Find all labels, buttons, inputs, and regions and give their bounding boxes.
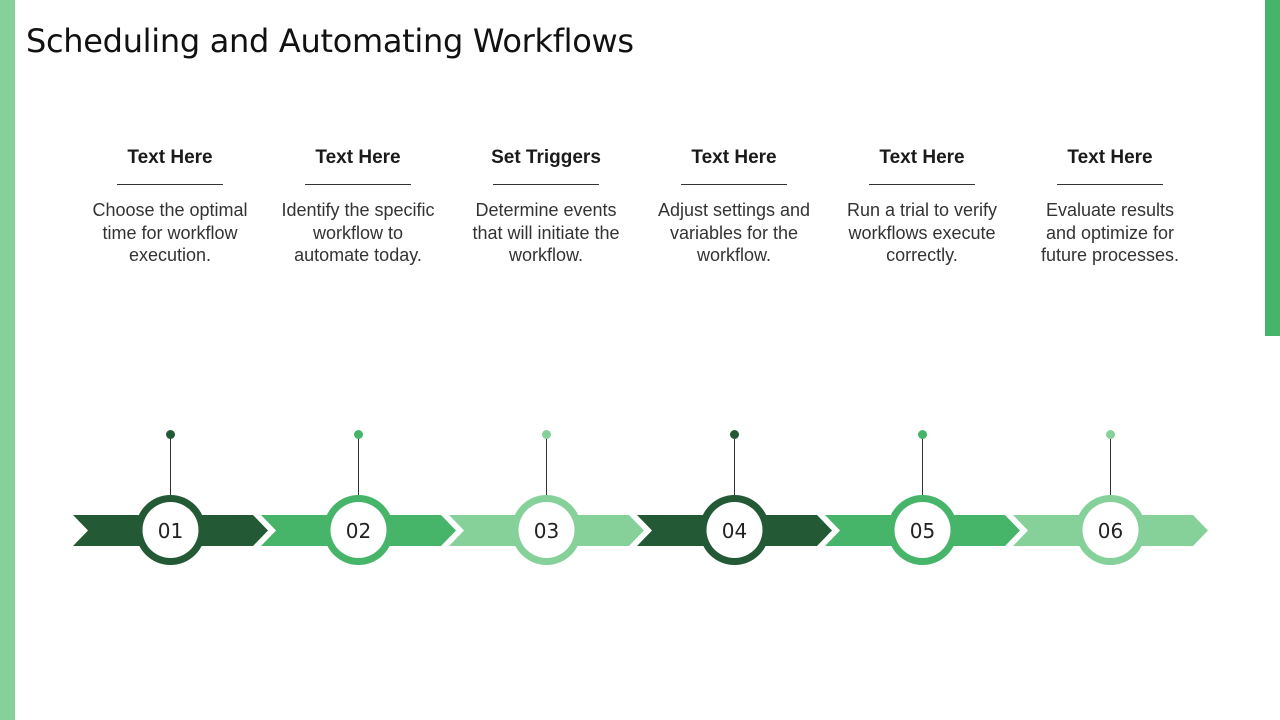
- step-4-description: Adjust settings and variables for the wo…: [657, 200, 811, 265]
- step-1-heading: Text Here: [127, 147, 213, 168]
- step-2-divider: [305, 184, 411, 185]
- step-2-text: Text Here Identify the specific workflow…: [273, 144, 443, 267]
- step-6-pin: [1106, 430, 1115, 439]
- step-4-text: Text Here Adjust settings and variables …: [649, 144, 819, 267]
- step-6-circle: [1082, 502, 1139, 558]
- step-2-pin: [354, 430, 363, 439]
- step-3-divider: [493, 184, 599, 185]
- step-5-pin: [918, 430, 927, 439]
- step-5-number: 05: [910, 519, 935, 543]
- step-5-circle: [894, 502, 951, 558]
- step-3-description: Determine events that will initiate the …: [472, 200, 620, 265]
- step-1-number: 01: [158, 519, 183, 543]
- step-3-pin: [542, 430, 551, 439]
- step-3-number: 03: [534, 519, 559, 543]
- step-2-circle: [330, 502, 387, 558]
- step-5-text: Text Here Run a trial to verify workflow…: [837, 144, 1007, 267]
- step-1-divider: [117, 184, 223, 185]
- slide-title: Scheduling and Automating Workflows: [26, 22, 634, 60]
- step-6-text: Text Here Evaluate results and optimize …: [1025, 144, 1195, 267]
- left-accent-bar: [0, 0, 15, 720]
- step-1-circle: [142, 502, 199, 558]
- step-4-pin: [730, 430, 739, 439]
- step-4-circle: [706, 502, 763, 558]
- step-2-number: 02: [346, 519, 371, 543]
- step-6-description: Evaluate results and optimize for future…: [1040, 200, 1180, 265]
- step-6-heading: Text Here: [1067, 147, 1153, 168]
- step-6-number: 06: [1098, 519, 1123, 543]
- step-3-heading: Set Triggers: [491, 147, 601, 168]
- step-1-text: Text Here Choose the optimal time for wo…: [85, 144, 255, 267]
- step-3-text: Set Triggers Determine events that will …: [461, 144, 631, 267]
- right-accent-bar: [1265, 0, 1280, 336]
- step-1-description: Choose the optimal time for workflow exe…: [92, 200, 248, 265]
- step-4-number: 04: [722, 519, 747, 543]
- step-4-heading: Text Here: [691, 147, 777, 168]
- step-3-circle: [518, 502, 575, 558]
- step-5-heading: Text Here: [879, 147, 965, 168]
- step-1-pin: [166, 430, 175, 439]
- step-2-description: Identify the specific workflow to automa…: [281, 200, 435, 265]
- step-5-divider: [869, 184, 975, 185]
- step-4-divider: [681, 184, 787, 185]
- step-2-heading: Text Here: [315, 147, 401, 168]
- step-6-divider: [1057, 184, 1163, 185]
- step-5-description: Run a trial to verify workflows execute …: [846, 200, 998, 265]
